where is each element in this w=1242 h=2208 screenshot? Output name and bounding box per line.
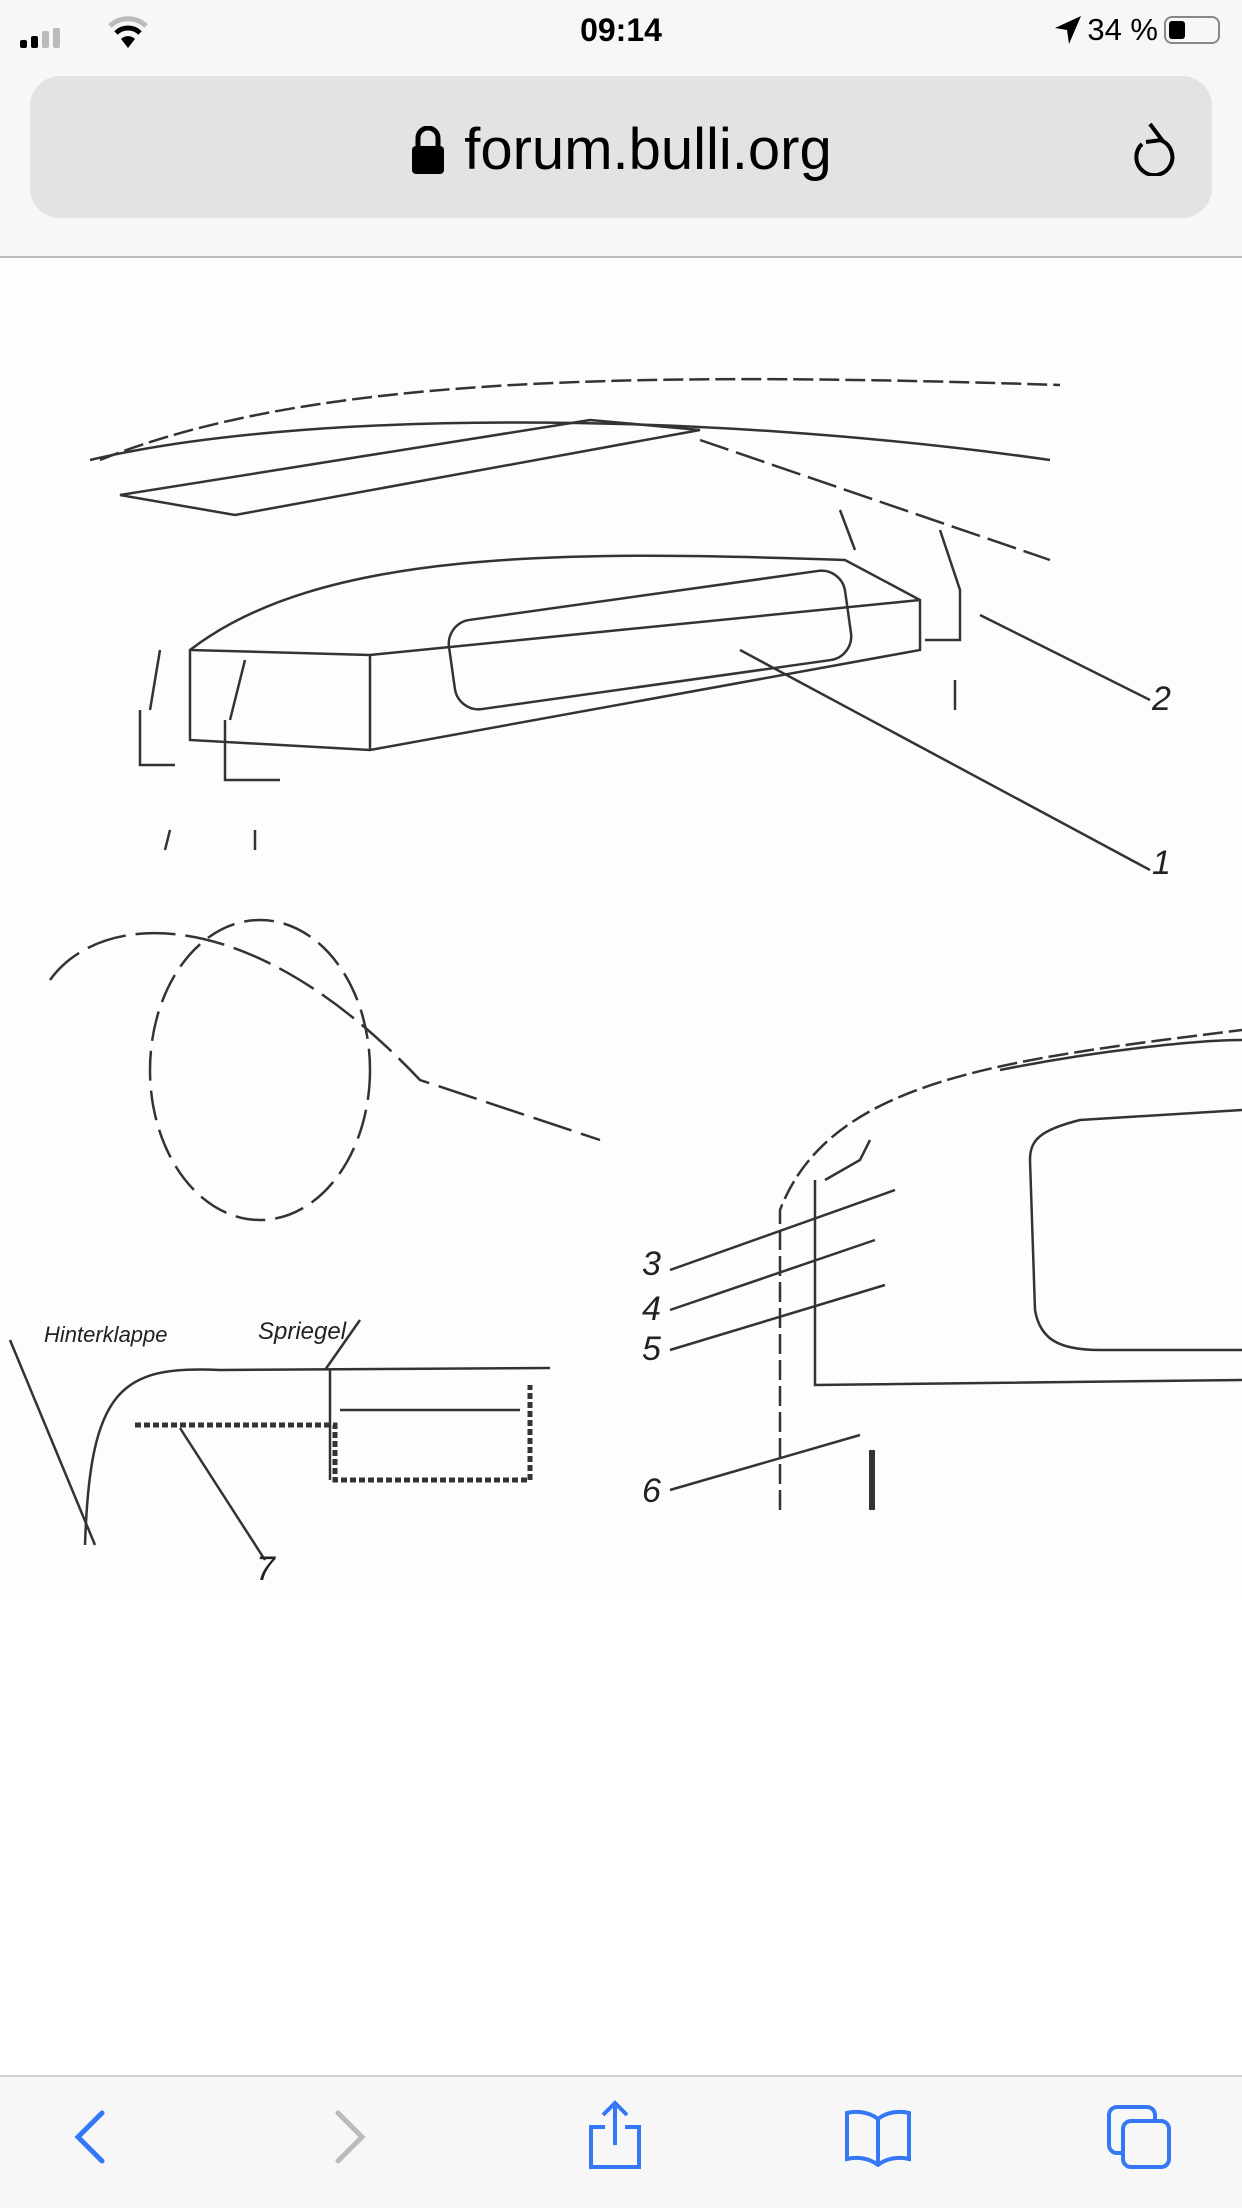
callout-7: 7 [256, 1550, 275, 1588]
status-bar: 09:14 34 % [0, 0, 1242, 62]
location-arrow-icon [1055, 16, 1082, 44]
battery-icon [1164, 16, 1220, 44]
callout-3: 3 [642, 1245, 661, 1283]
callout-2: 2 [1152, 680, 1171, 718]
address-bar[interactable]: forum.bulli.org [30, 76, 1212, 218]
label-hinterklappe: Hinterklappe [44, 1322, 168, 1347]
bookmarks-button[interactable] [843, 2107, 913, 2167]
browser-chrome: 09:14 34 % forum.bulli.org [0, 0, 1242, 258]
reload-icon[interactable] [1128, 120, 1176, 176]
browser-toolbar [0, 2075, 1242, 2208]
clock: 09:14 [580, 12, 662, 48]
callout-5: 5 [642, 1330, 661, 1368]
technical-drawing-image: Hinterklappe Spriegel 1 2 3 4 5 6 7 [0, 260, 1242, 1600]
label-spriegel: Spriegel [258, 1318, 347, 1345]
back-button[interactable] [70, 2107, 110, 2167]
lock-icon [412, 125, 445, 174]
forward-button[interactable] [330, 2107, 370, 2167]
cellular-signal-icon [20, 28, 60, 48]
drawing-lines [8, 377, 1242, 1561]
url-text: forum.bulli.org [464, 117, 832, 182]
wifi-icon [108, 16, 148, 48]
callout-4: 4 [642, 1290, 661, 1328]
callout-1: 1 [1152, 844, 1171, 882]
share-button[interactable] [585, 2099, 645, 2171]
tabs-button[interactable] [1105, 2103, 1175, 2173]
callout-6: 6 [642, 1472, 661, 1510]
battery-percent: 34 % [1087, 12, 1158, 47]
